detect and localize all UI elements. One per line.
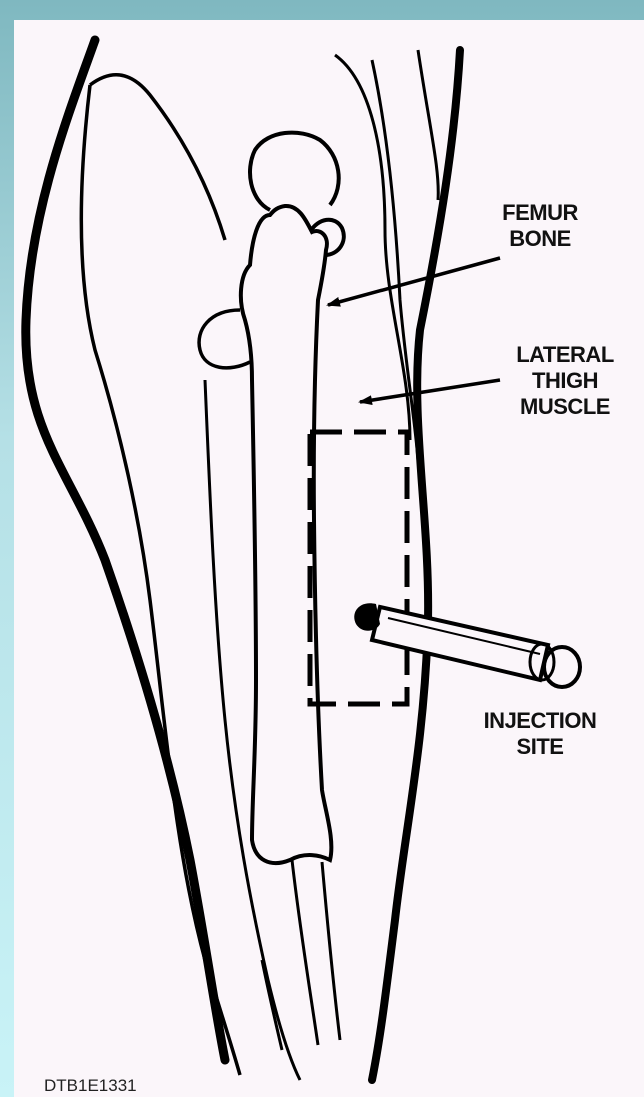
injection-label-line2: SITE [450,734,630,760]
leg-left-outline [26,40,225,1060]
femur-label-line1: FEMUR [485,200,595,226]
femur-label: FEMUR BONE [485,200,595,252]
femur-label-line2: BONE [485,226,595,252]
knee-line-3 [262,960,282,1050]
hip-contour [90,75,225,240]
muscle-contour-1 [335,55,410,440]
lateral-label-line1: LATERAL [490,342,640,368]
lateral-label-line2: THIGH [490,368,640,394]
knee-line-1 [292,860,318,1045]
pelvis-contour [199,310,250,368]
injection-site-box [310,432,407,704]
femur-head [250,133,339,210]
knee-line-2 [322,862,340,1040]
lateral-label-line3: MUSCLE [490,394,640,420]
muscle-contour-3 [418,50,438,200]
figure-code: DTB1E1331 [44,1076,137,1096]
lateral-thigh-muscle-label: LATERAL THIGH MUSCLE [490,342,640,420]
auto-injector-pen [354,603,580,687]
injection-label-line1: INJECTION [450,708,630,734]
leg-inner-contour [81,85,240,1075]
muscle-pointer-arrow [360,380,500,402]
injection-site-label: INJECTION SITE [450,708,630,760]
femur-pointer-arrow [328,258,500,305]
femur-shaft [241,206,332,863]
